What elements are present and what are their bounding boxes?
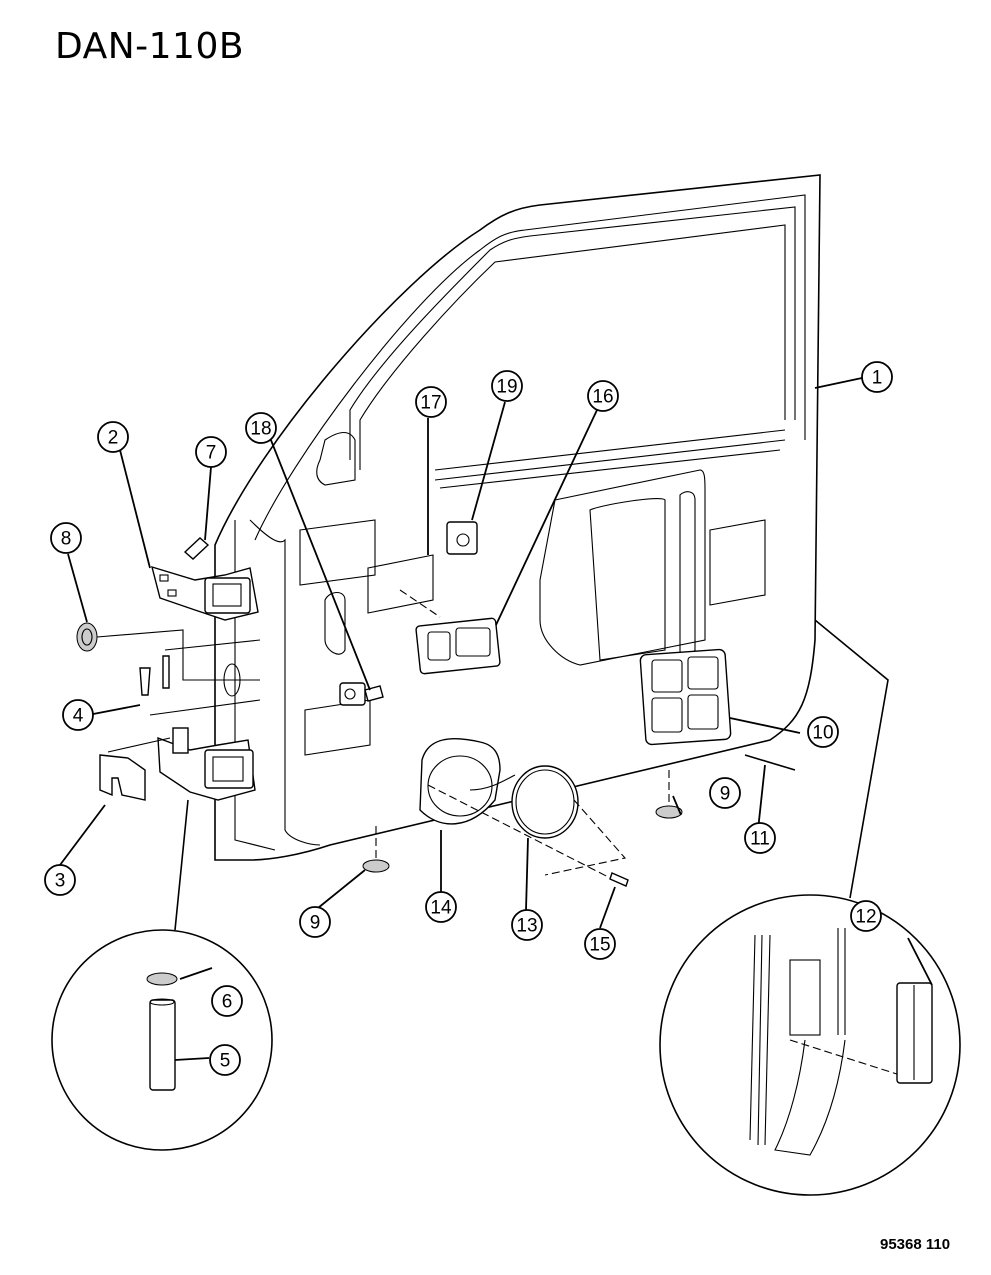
hinge-pin-detail-view [51, 799, 273, 1151]
callout-label: 7 [206, 443, 217, 464]
switch-bezel-part [639, 648, 732, 746]
callout-label: 9 [720, 784, 731, 805]
callout-label: 4 [73, 706, 84, 727]
hinge-shim-part [99, 754, 146, 801]
callout-label: 13 [516, 916, 537, 937]
callout-label: 15 [589, 935, 610, 956]
plug-part [362, 859, 390, 873]
plug-part [655, 805, 683, 819]
callout-9a: 9 [299, 906, 331, 938]
callout-label: 9 [310, 913, 321, 934]
callout-label: 16 [592, 387, 613, 408]
lower-hinge-part [157, 727, 256, 801]
callout-12: 12 [850, 900, 882, 932]
callout-label: 17 [420, 393, 441, 414]
callout-9b: 9 [709, 777, 741, 809]
callout-label: 1 [872, 368, 883, 389]
speaker-grille-part [469, 765, 579, 839]
door-shell [214, 174, 821, 861]
callout-label: 14 [430, 898, 452, 919]
callout-13: 13 [511, 909, 543, 941]
callout-11: 11 [744, 822, 776, 854]
diagram-title: DAN-110B [55, 26, 245, 67]
callout-label: 12 [855, 907, 876, 928]
callout-label: 11 [750, 829, 770, 850]
callout-7: 7 [195, 436, 227, 468]
callout-6: 6 [211, 985, 243, 1017]
callout-19: 19 [491, 370, 523, 402]
upper-hinge-part [151, 565, 259, 621]
hinge-bolt-part [183, 537, 210, 560]
callout-label: 8 [61, 529, 72, 550]
speaker-housing-part [419, 737, 501, 825]
door-bumper-part [339, 682, 384, 706]
callout-label: 18 [250, 419, 271, 440]
callout-label: 2 [108, 428, 119, 449]
callout-16: 16 [587, 380, 619, 412]
hinge-pin-part [139, 667, 151, 696]
leader-lines [59, 377, 933, 1061]
callout-15: 15 [584, 928, 616, 960]
door-pillar-detail-view [659, 619, 961, 1196]
document-number: 95368 110 [880, 1236, 951, 1253]
power-lock-bezel-part [415, 617, 501, 675]
callout-17: 17 [415, 386, 447, 418]
speaker-screw-part [609, 872, 629, 887]
callout-label: 5 [220, 1051, 231, 1072]
callout-18: 18 [245, 412, 277, 444]
callout-4: 4 [62, 699, 94, 731]
callout-5: 5 [209, 1044, 241, 1076]
callout-3: 3 [44, 864, 76, 896]
callout-14: 14 [425, 891, 457, 923]
trim-panel-part [367, 554, 434, 614]
clip-part [446, 521, 478, 555]
callout-label: 19 [496, 377, 517, 398]
callout-8: 8 [50, 522, 82, 554]
callout-2: 2 [97, 421, 129, 453]
rivet-part [744, 754, 796, 771]
callout-label: 6 [222, 992, 233, 1013]
callout-1: 1 [861, 361, 893, 393]
grommet-part [76, 622, 98, 652]
callout-label: 3 [55, 871, 66, 892]
callout-10: 10 [807, 716, 839, 748]
callout-label: 10 [812, 723, 833, 744]
